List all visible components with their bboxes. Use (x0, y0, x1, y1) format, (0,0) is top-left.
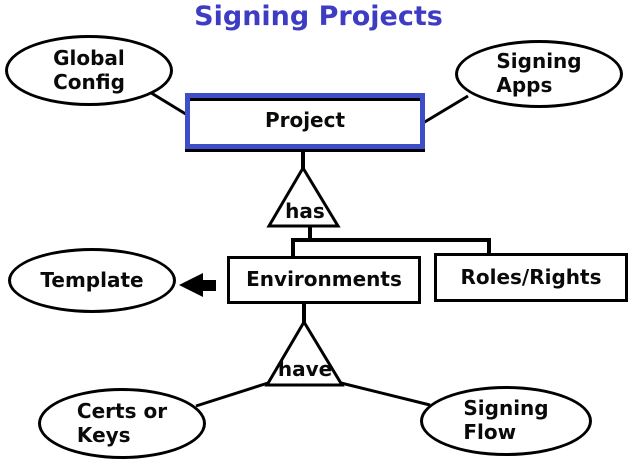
node-roles-rights: Roles/Rights (434, 253, 628, 302)
node-environments-label: Environments (246, 267, 402, 292)
node-roles-rights-label: Roles/Rights (460, 264, 602, 289)
node-signing-apps-label: Signing Apps (496, 49, 582, 97)
node-certs-keys: Certs or Keys (38, 388, 206, 459)
node-global-config: Global Config (5, 35, 173, 106)
node-project-label: Project (264, 108, 346, 133)
diagram-title: Signing Projects (194, 1, 443, 32)
has-relation-label: has (285, 199, 325, 223)
have-relation-label: have (277, 357, 333, 381)
node-project: Project (185, 93, 425, 149)
left-arrow-icon (179, 273, 216, 297)
connector-branch-environments-roles (291, 238, 491, 258)
has-triangle (266, 165, 341, 228)
connector-global-config-project (147, 89, 190, 118)
node-global-config-label: Global Config (53, 45, 125, 94)
connector-signing-apps-project (422, 94, 469, 125)
connector-have-signing-flow (340, 381, 431, 407)
connector-have-certs-keys (195, 381, 269, 408)
node-template-label: Template (40, 267, 144, 292)
node-signing-flow: Signing Flow (420, 386, 592, 456)
node-environments: Environments (227, 256, 421, 304)
node-signing-apps: Signing Apps (455, 40, 623, 108)
node-template: Template (8, 248, 176, 313)
have-triangle (264, 319, 345, 387)
node-signing-flow-label: Signing Flow (463, 396, 549, 444)
node-certs-keys-label: Certs or Keys (76, 398, 168, 447)
